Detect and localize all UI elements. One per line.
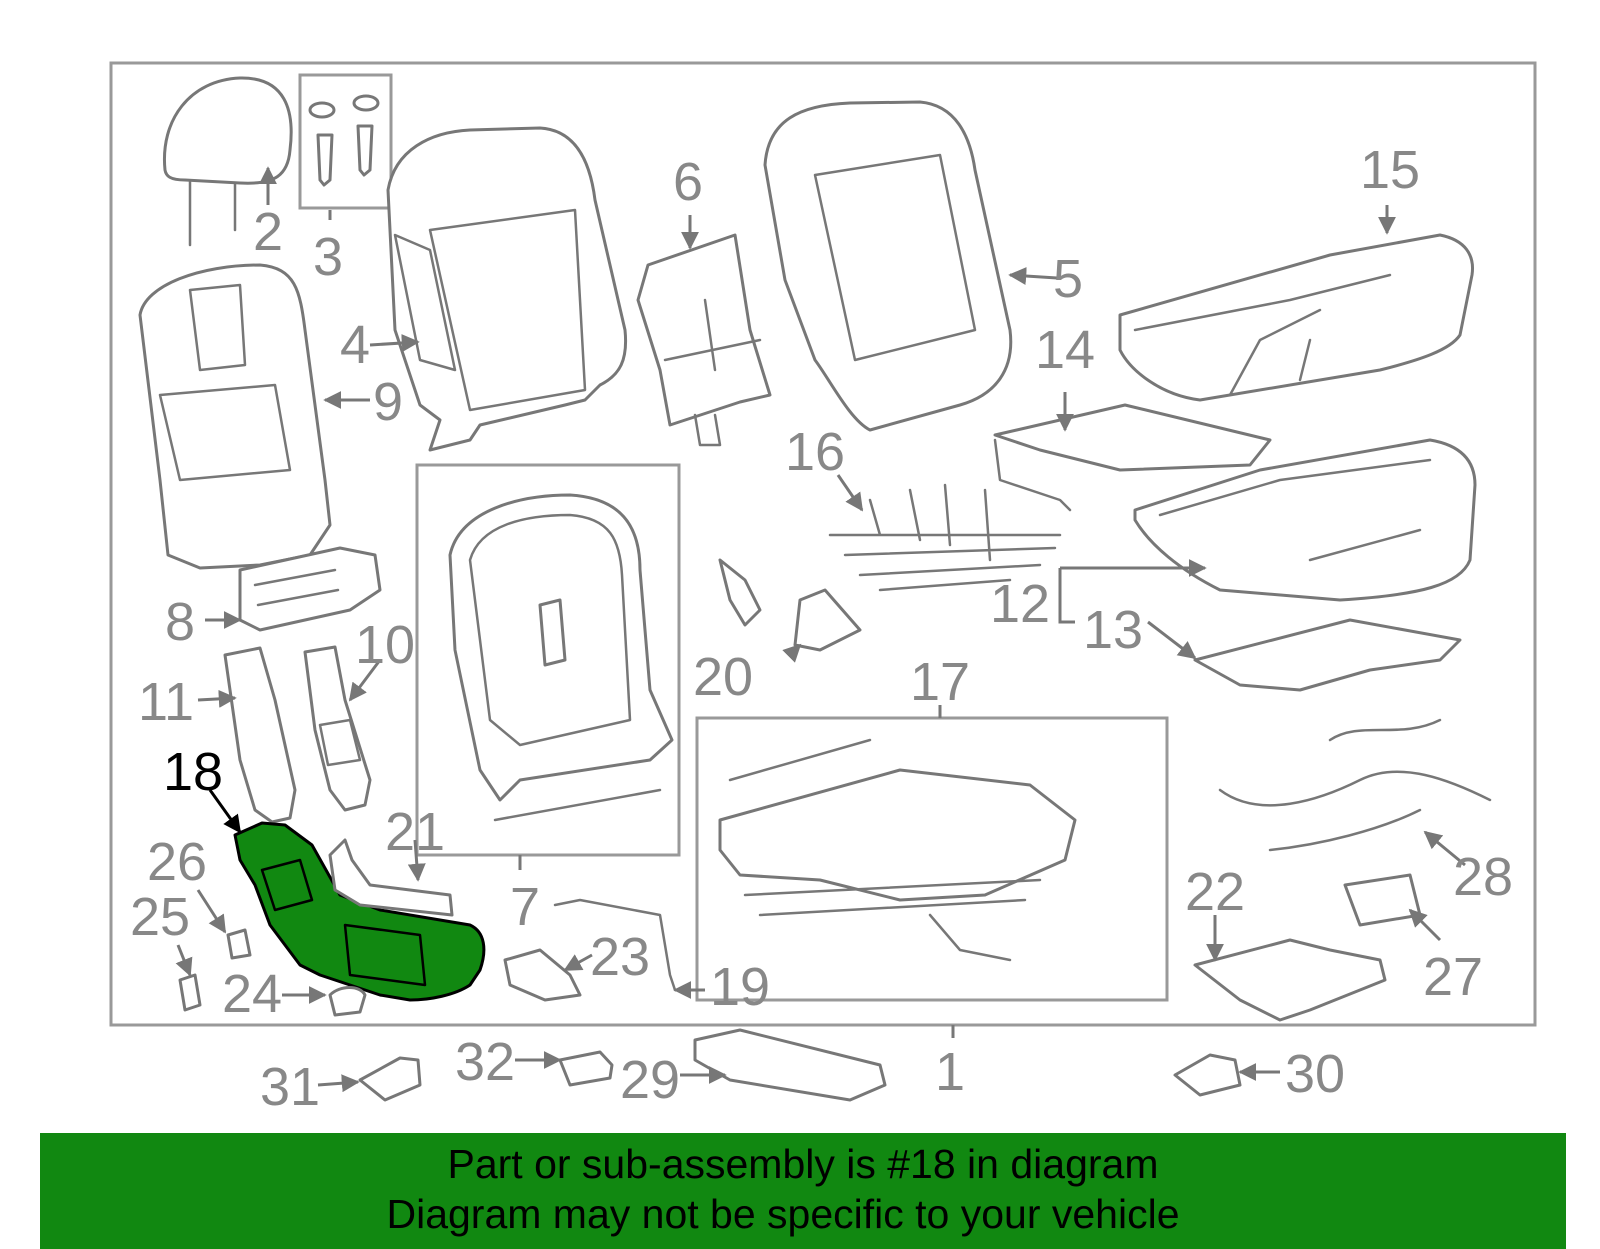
panel-part-13 [1193, 618, 1462, 692]
headrest-part-2 [162, 76, 293, 247]
callout-25: 25 [130, 887, 190, 947]
callout-20: 20 [693, 647, 753, 707]
callout-2: 2 [253, 202, 283, 262]
back-cover-part-5 [763, 100, 1013, 432]
callout-27: 27 [1423, 947, 1483, 1007]
callout-7: 7 [510, 877, 540, 937]
bolster-part-11 [223, 646, 297, 824]
info-banner: Part or sub-assembly is #18 in diagram D… [40, 1133, 1566, 1249]
callout-26: 26 [147, 832, 207, 892]
callout-24: 24 [222, 964, 282, 1024]
callout-5: 5 [1053, 249, 1083, 309]
callout-1: 1 [935, 1042, 965, 1102]
switch-module-part-8 [238, 546, 382, 632]
trim-panel-part-9 [138, 263, 332, 570]
module-part-27 [1343, 873, 1422, 927]
seat-track-part-17 [718, 738, 1077, 962]
callout-22: 22 [1185, 862, 1245, 922]
callout-32: 32 [455, 1032, 515, 1092]
callout-9: 9 [373, 372, 403, 432]
callout-6: 6 [673, 152, 703, 212]
callout-21: 21 [385, 802, 445, 862]
bracket-part-22 [1193, 938, 1387, 1022]
trim-part-21 [328, 838, 454, 917]
rod-part-19 [553, 898, 677, 992]
box-part-17 [695, 716, 1169, 1002]
trim-part-29 [693, 1028, 887, 1102]
callout-18: 18 [163, 742, 223, 802]
callout-12: 12 [990, 574, 1050, 634]
callout-28: 28 [1453, 847, 1513, 907]
frame-part-7 [448, 493, 674, 822]
cushion-cover-part-15 [1118, 233, 1475, 402]
callout-31: 31 [260, 1057, 320, 1117]
clips-part-3 [308, 94, 380, 187]
callout-13: 13 [1083, 600, 1143, 660]
bracket-part-20-b [793, 588, 862, 652]
callout-10: 10 [355, 615, 415, 675]
bracket-part-31 [358, 1056, 422, 1102]
callout-4: 4 [340, 315, 370, 375]
bracket-part-30 [1173, 1053, 1242, 1097]
bracket-part-23 [503, 948, 582, 1002]
callout-23: 23 [590, 927, 650, 987]
clip-part-32 [558, 1050, 614, 1087]
leader-lines [175, 166, 1466, 1093]
bolster-part-10 [303, 645, 372, 812]
callout-19: 19 [710, 957, 770, 1017]
callout-8: 8 [165, 592, 195, 652]
harness-part-28 [1218, 718, 1492, 852]
callout-3: 3 [313, 227, 343, 287]
callout-15: 15 [1360, 140, 1420, 200]
callout-16: 16 [785, 422, 845, 482]
callout-29: 29 [620, 1050, 680, 1110]
callout-17: 17 [910, 652, 970, 712]
cap-part-25 [178, 973, 202, 1012]
callout-11: 11 [138, 672, 194, 732]
cover-part-24 [328, 986, 367, 1017]
pad-part-6 [636, 233, 772, 447]
diagram-frame [109, 61, 1537, 1027]
callout-14: 14 [1035, 320, 1095, 380]
banner-part-note: Part or sub-assembly is #18 in diagram [447, 1141, 1159, 1187]
cushion-pad-part-12 [1133, 438, 1477, 602]
banner-disclaimer: Diagram may not be specific to your vehi… [386, 1191, 1180, 1237]
box-part-7 [415, 463, 681, 857]
bracket-part-20-a [718, 558, 762, 627]
back-panel-part-4 [386, 126, 628, 452]
springs-part-16 [828, 483, 1062, 592]
callout-30: 30 [1285, 1044, 1345, 1104]
callout-numbers: 1 2 3 4 5 6 7 8 9 10 11 12 13 14 15 16 1… [130, 140, 1513, 1117]
box-part-3 [298, 73, 393, 210]
cap-part-26 [226, 928, 252, 960]
